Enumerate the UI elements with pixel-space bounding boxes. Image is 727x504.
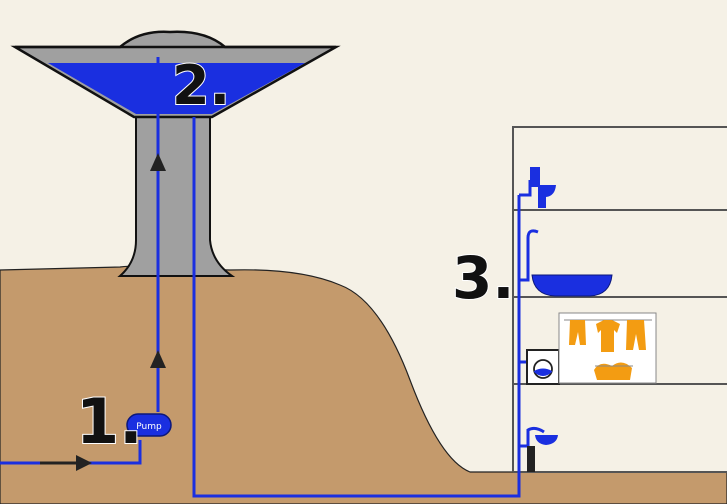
step-1-label: 1. [76,385,143,458]
pump: Pump [126,413,172,437]
sink-icon [527,435,558,472]
flow-arrows [40,153,166,471]
pump-label: Pump [136,422,162,432]
branch-toilet [519,180,532,197]
step-2-label: 2. [172,54,230,117]
washing-machine-icon [526,349,560,385]
flow-arrow-icon [76,455,92,471]
water-tower-stem [117,116,236,277]
laundry-icon [558,312,657,384]
branch-tub [519,229,539,282]
toilet-icon [530,167,556,208]
building [512,126,727,473]
branch-sink [519,426,545,448]
bathtub-icon [531,274,613,297]
flow-arrow-icon [150,153,166,171]
outlet-pipe [192,117,521,498]
step-3-label: 3. [452,244,514,312]
water-in-tank [48,63,305,114]
flow-arrow-icon [150,350,166,368]
